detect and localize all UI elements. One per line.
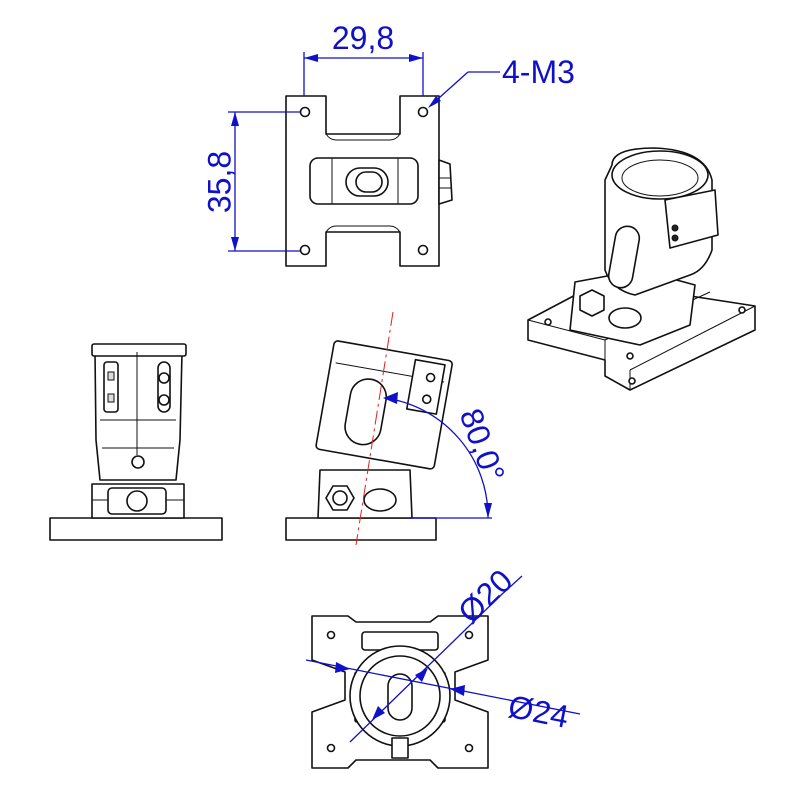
center-slot xyxy=(387,673,413,721)
holes-callout-label: 4-M3 xyxy=(502,54,575,90)
isometric-view xyxy=(527,147,756,391)
side-view: 80,0° xyxy=(285,311,513,546)
bottom-view: Ø20 Ø24 xyxy=(305,562,581,769)
dimension-height: 35,8 xyxy=(201,111,300,252)
mounting-hole xyxy=(417,244,429,256)
height-dimension-label: 35,8 xyxy=(201,151,237,213)
mounting-hole xyxy=(626,352,634,360)
mounting-hole xyxy=(299,244,311,256)
width-dimension-label: 29,8 xyxy=(332,20,394,56)
mounting-hole xyxy=(738,306,746,314)
leader-mounting-holes: 4-M3 xyxy=(428,54,575,108)
mounting-hole xyxy=(326,630,336,640)
mounting-hole xyxy=(299,106,311,118)
mounting-hole xyxy=(464,743,474,753)
base-plate xyxy=(49,517,223,541)
top-view xyxy=(285,95,453,267)
mounting-hole xyxy=(326,743,336,753)
angle-dimension-label: 80,0° xyxy=(453,404,513,487)
outer-diameter-label: Ø24 xyxy=(505,688,571,735)
mounting-hole xyxy=(464,630,474,640)
tube-opening xyxy=(611,150,709,200)
dimension-width: 29,8 xyxy=(303,20,424,96)
mounting-hole xyxy=(628,377,636,385)
tilt-slot xyxy=(344,378,388,446)
mounting-hole xyxy=(417,106,429,118)
base-plate xyxy=(285,517,437,541)
front-view xyxy=(49,343,223,541)
mounting-hole xyxy=(544,318,552,326)
